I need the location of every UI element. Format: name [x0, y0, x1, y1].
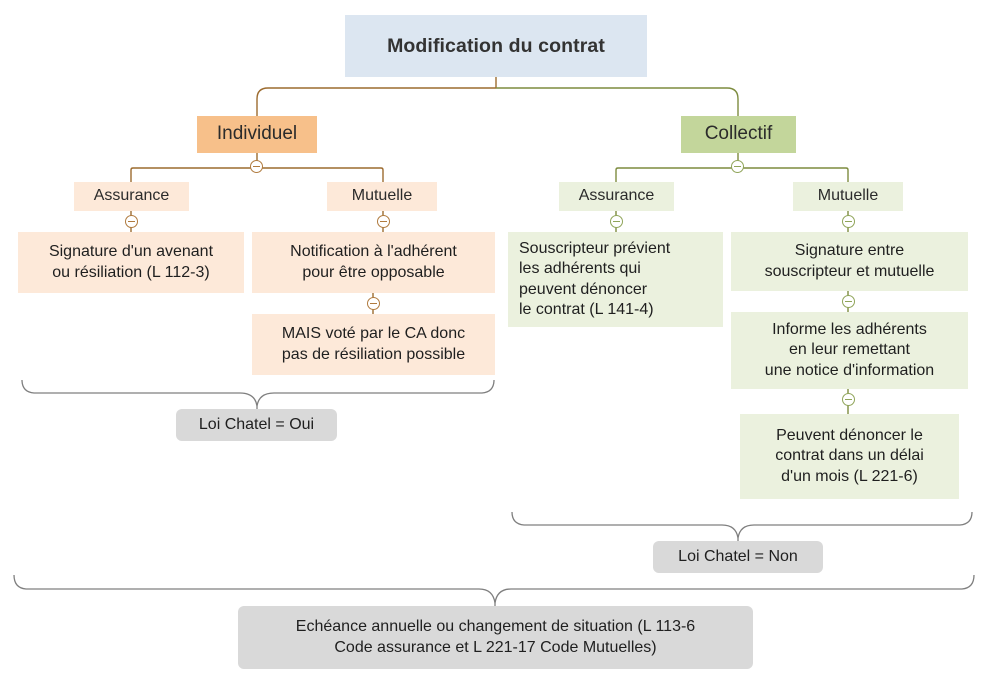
summary-loi-chatel-non[interactable]: Loi Chatel = Non [653, 541, 823, 573]
leaf-collectif-assurance-1[interactable]: Souscripteur prévient les adhérents qui … [508, 232, 723, 327]
leaf-individuel-mutuelle-2[interactable]: MAIS voté par le CA donc pas de résiliat… [252, 314, 495, 375]
leaf-collectif-mutuelle-1[interactable]: Signature entre souscripteur et mutuelle [731, 232, 968, 291]
node-collectif-mutuelle[interactable]: Mutuelle [793, 182, 903, 211]
collapse-toggle-individuel-mutuelle[interactable] [377, 215, 390, 228]
leaf-individuel-mutuelle-1[interactable]: Notification à l'adhérent pour être oppo… [252, 232, 495, 293]
node-root[interactable]: Modification du contrat [345, 15, 647, 77]
collapse-toggle-collectif-mutuelle-leaf-2[interactable] [842, 393, 855, 406]
collapse-toggle-collectif-mutuelle-leaf-1[interactable] [842, 295, 855, 308]
summary-echeance-annuelle[interactable]: Echéance annuelle ou changement de situa… [238, 606, 753, 669]
collapse-toggle-individuel-assurance[interactable] [125, 215, 138, 228]
leaf-collectif-mutuelle-3[interactable]: Peuvent dénoncer le contrat dans un déla… [740, 414, 959, 499]
leaf-individuel-assurance-1[interactable]: Signature d'un avenant ou résiliation (L… [18, 232, 244, 293]
summary-loi-chatel-oui[interactable]: Loi Chatel = Oui [176, 409, 337, 441]
node-collectif-assurance[interactable]: Assurance [559, 182, 674, 211]
node-individuel-assurance[interactable]: Assurance [74, 182, 189, 211]
collapse-toggle-collectif[interactable] [731, 160, 744, 173]
collapse-toggle-collectif-assurance[interactable] [610, 215, 623, 228]
node-collectif[interactable]: Collectif [681, 116, 796, 153]
collapse-toggle-individuel[interactable] [250, 160, 263, 173]
collapse-toggle-collectif-mutuelle[interactable] [842, 215, 855, 228]
node-individuel[interactable]: Individuel [197, 116, 317, 153]
leaf-collectif-mutuelle-2[interactable]: Informe les adhérents en leur remettant … [731, 312, 968, 389]
node-individuel-mutuelle[interactable]: Mutuelle [327, 182, 437, 211]
collapse-toggle-individuel-mutuelle-leaf[interactable] [367, 297, 380, 310]
